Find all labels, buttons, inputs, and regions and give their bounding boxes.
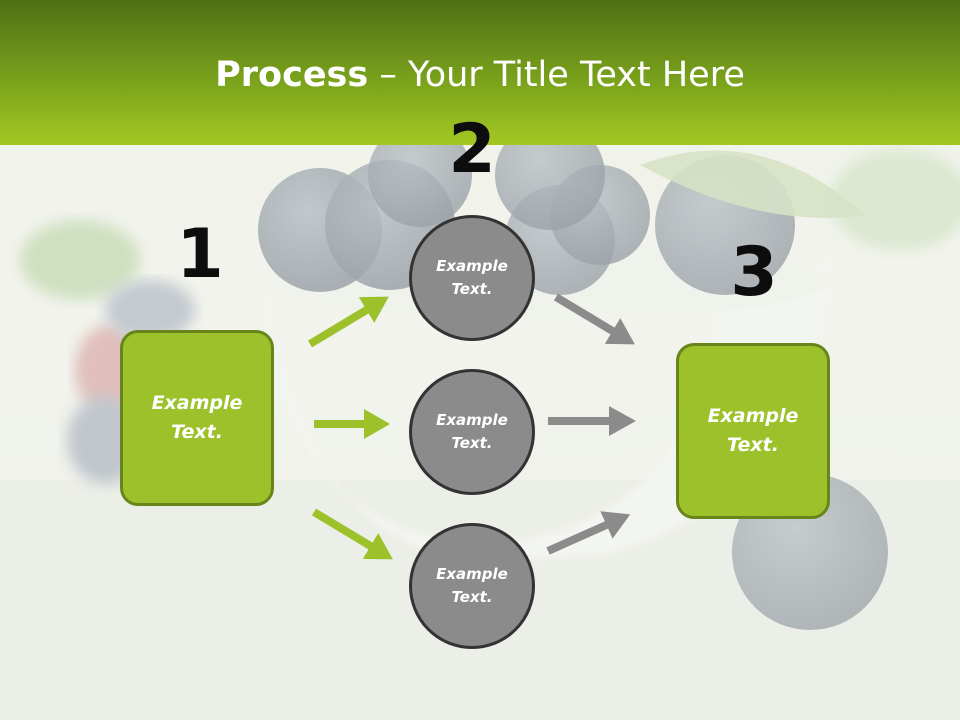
- left-box-text: Example Text.: [151, 392, 243, 443]
- right-box-text: Example Text.: [707, 405, 799, 456]
- gray-arrow-up: [546, 511, 631, 555]
- circle-bottom: Example Text.: [409, 523, 535, 649]
- circle-middle: Example Text.: [409, 369, 535, 495]
- circle-top-text: Example Text.: [436, 257, 508, 298]
- step-number-3: 3: [730, 233, 778, 312]
- gray-arrow-down: [553, 293, 635, 345]
- green-arrow-down: [311, 508, 393, 560]
- title-rest: – Your Title Text Here: [368, 55, 745, 95]
- title-bold: Process: [215, 55, 369, 95]
- circle-bottom-text: Example Text.: [436, 565, 508, 606]
- green-arrow-right: [314, 409, 390, 439]
- green-arrow-up: [307, 296, 389, 348]
- slide-title: Process – Your Title Text Here: [0, 52, 960, 98]
- step-number-1: 1: [176, 215, 224, 294]
- step-number-2: 2: [448, 110, 496, 189]
- gray-arrow-right: [548, 406, 636, 436]
- circle-middle-text: Example Text.: [436, 411, 508, 452]
- header-bar: [0, 0, 960, 145]
- right-process-box: Example Text.: [676, 343, 830, 519]
- left-process-box: Example Text.: [120, 330, 274, 506]
- circle-top: Example Text.: [409, 215, 535, 341]
